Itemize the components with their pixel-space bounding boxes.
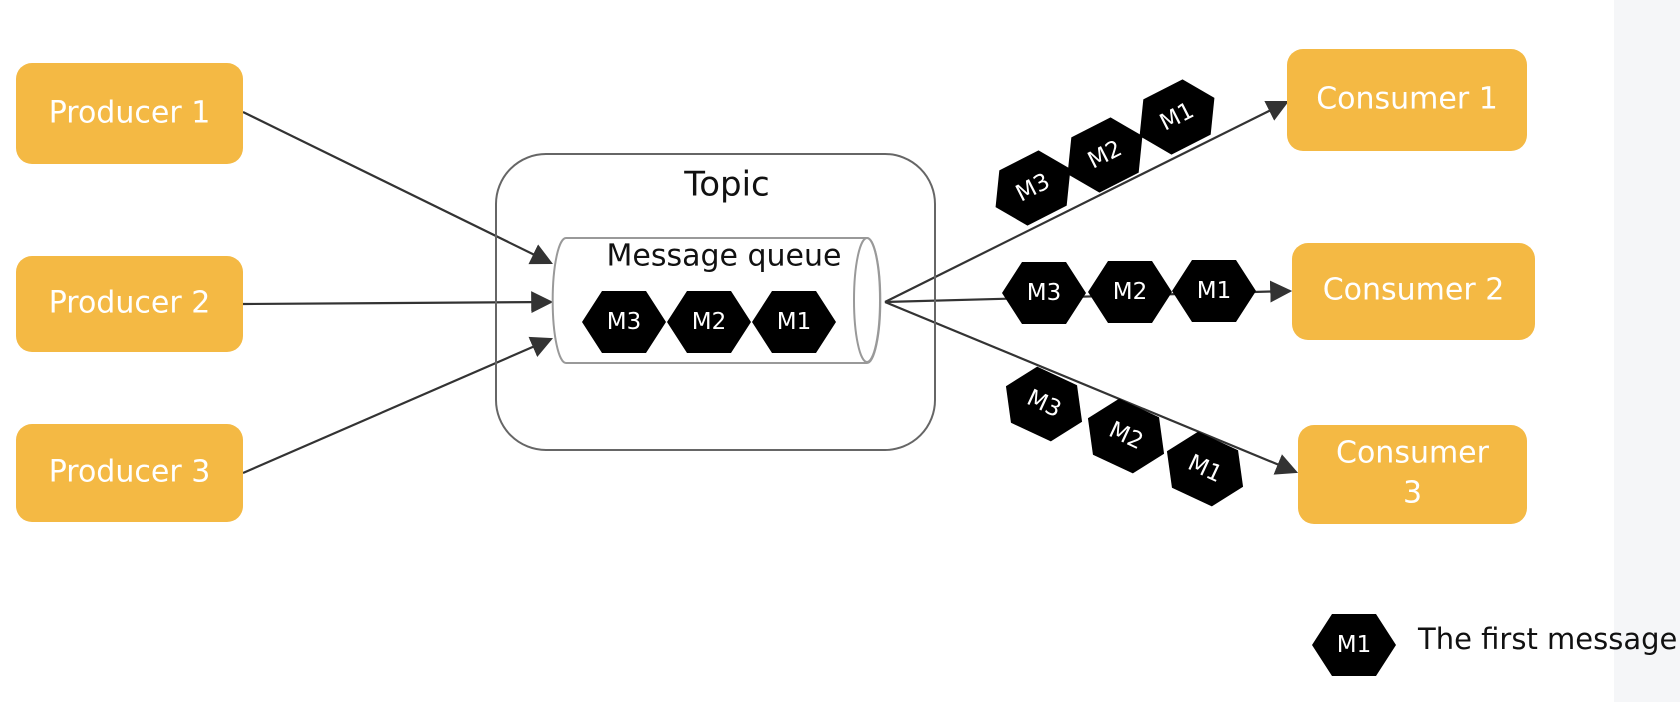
- queue-message-m3: M3: [582, 291, 666, 353]
- edge-producer2-queue: [242, 291, 554, 314]
- consumer-3: Consumer 3: [1298, 425, 1527, 524]
- producer-1: Producer 1: [16, 63, 243, 164]
- legend-message-icon: M1: [1312, 614, 1396, 676]
- legend: M1 The first message: [1312, 614, 1677, 676]
- consumer2-message-m1: M1: [1172, 260, 1256, 322]
- producer-2: Producer 2: [16, 256, 243, 352]
- producer-3-label: Producer 3: [49, 455, 211, 490]
- consumer3-message-m2: M2: [1074, 390, 1178, 482]
- consumer2-message-m3: M3: [1002, 262, 1086, 324]
- topic-title: Topic: [683, 165, 770, 205]
- svg-text:M3: M3: [1027, 280, 1061, 306]
- svg-text:M2: M2: [1113, 279, 1147, 305]
- right-margin-strip: [1614, 0, 1680, 702]
- consumer-2: Consumer 2: [1292, 243, 1535, 340]
- consumer-1-label: Consumer 1: [1316, 82, 1498, 117]
- consumer-2-label: Consumer 2: [1323, 273, 1505, 308]
- producer-3: Producer 3: [16, 424, 243, 522]
- consumer-1: Consumer 1: [1287, 49, 1527, 151]
- topic-container: [495, 153, 936, 451]
- consumer-3-label-line-2: 3: [1403, 476, 1422, 511]
- svg-text:M2: M2: [692, 309, 726, 335]
- queue-label: Message queue: [606, 239, 841, 274]
- consumer1-message-m2: M2: [1053, 108, 1157, 202]
- producer-1-label: Producer 1: [49, 96, 211, 131]
- queue-message-m2: M2: [667, 291, 751, 353]
- edge-producer1-queue: [242, 111, 553, 265]
- consumer3-message-m1: M1: [1153, 423, 1257, 515]
- svg-text:M1: M1: [1197, 278, 1231, 304]
- consumer-3-label-line-1: Consumer: [1336, 436, 1490, 471]
- svg-text:M3: M3: [607, 309, 641, 335]
- svg-text:M1: M1: [777, 309, 811, 335]
- consumer2-message-m2: M2: [1088, 261, 1172, 323]
- consumer3-message-m3: M3: [992, 358, 1096, 450]
- producer-2-label: Producer 2: [49, 286, 211, 321]
- edge-producer3-queue: [242, 336, 554, 475]
- legend-text: The first message: [1417, 622, 1677, 656]
- consumer1-message-m3: M3: [981, 141, 1085, 235]
- consumer1-message-m1: M1: [1125, 70, 1229, 164]
- queue-message-m1: M1: [752, 291, 836, 353]
- edge-queue-consumer3: [884, 300, 1299, 475]
- svg-text:M1: M1: [1337, 632, 1371, 658]
- edge-queue-consumer1: [884, 100, 1289, 303]
